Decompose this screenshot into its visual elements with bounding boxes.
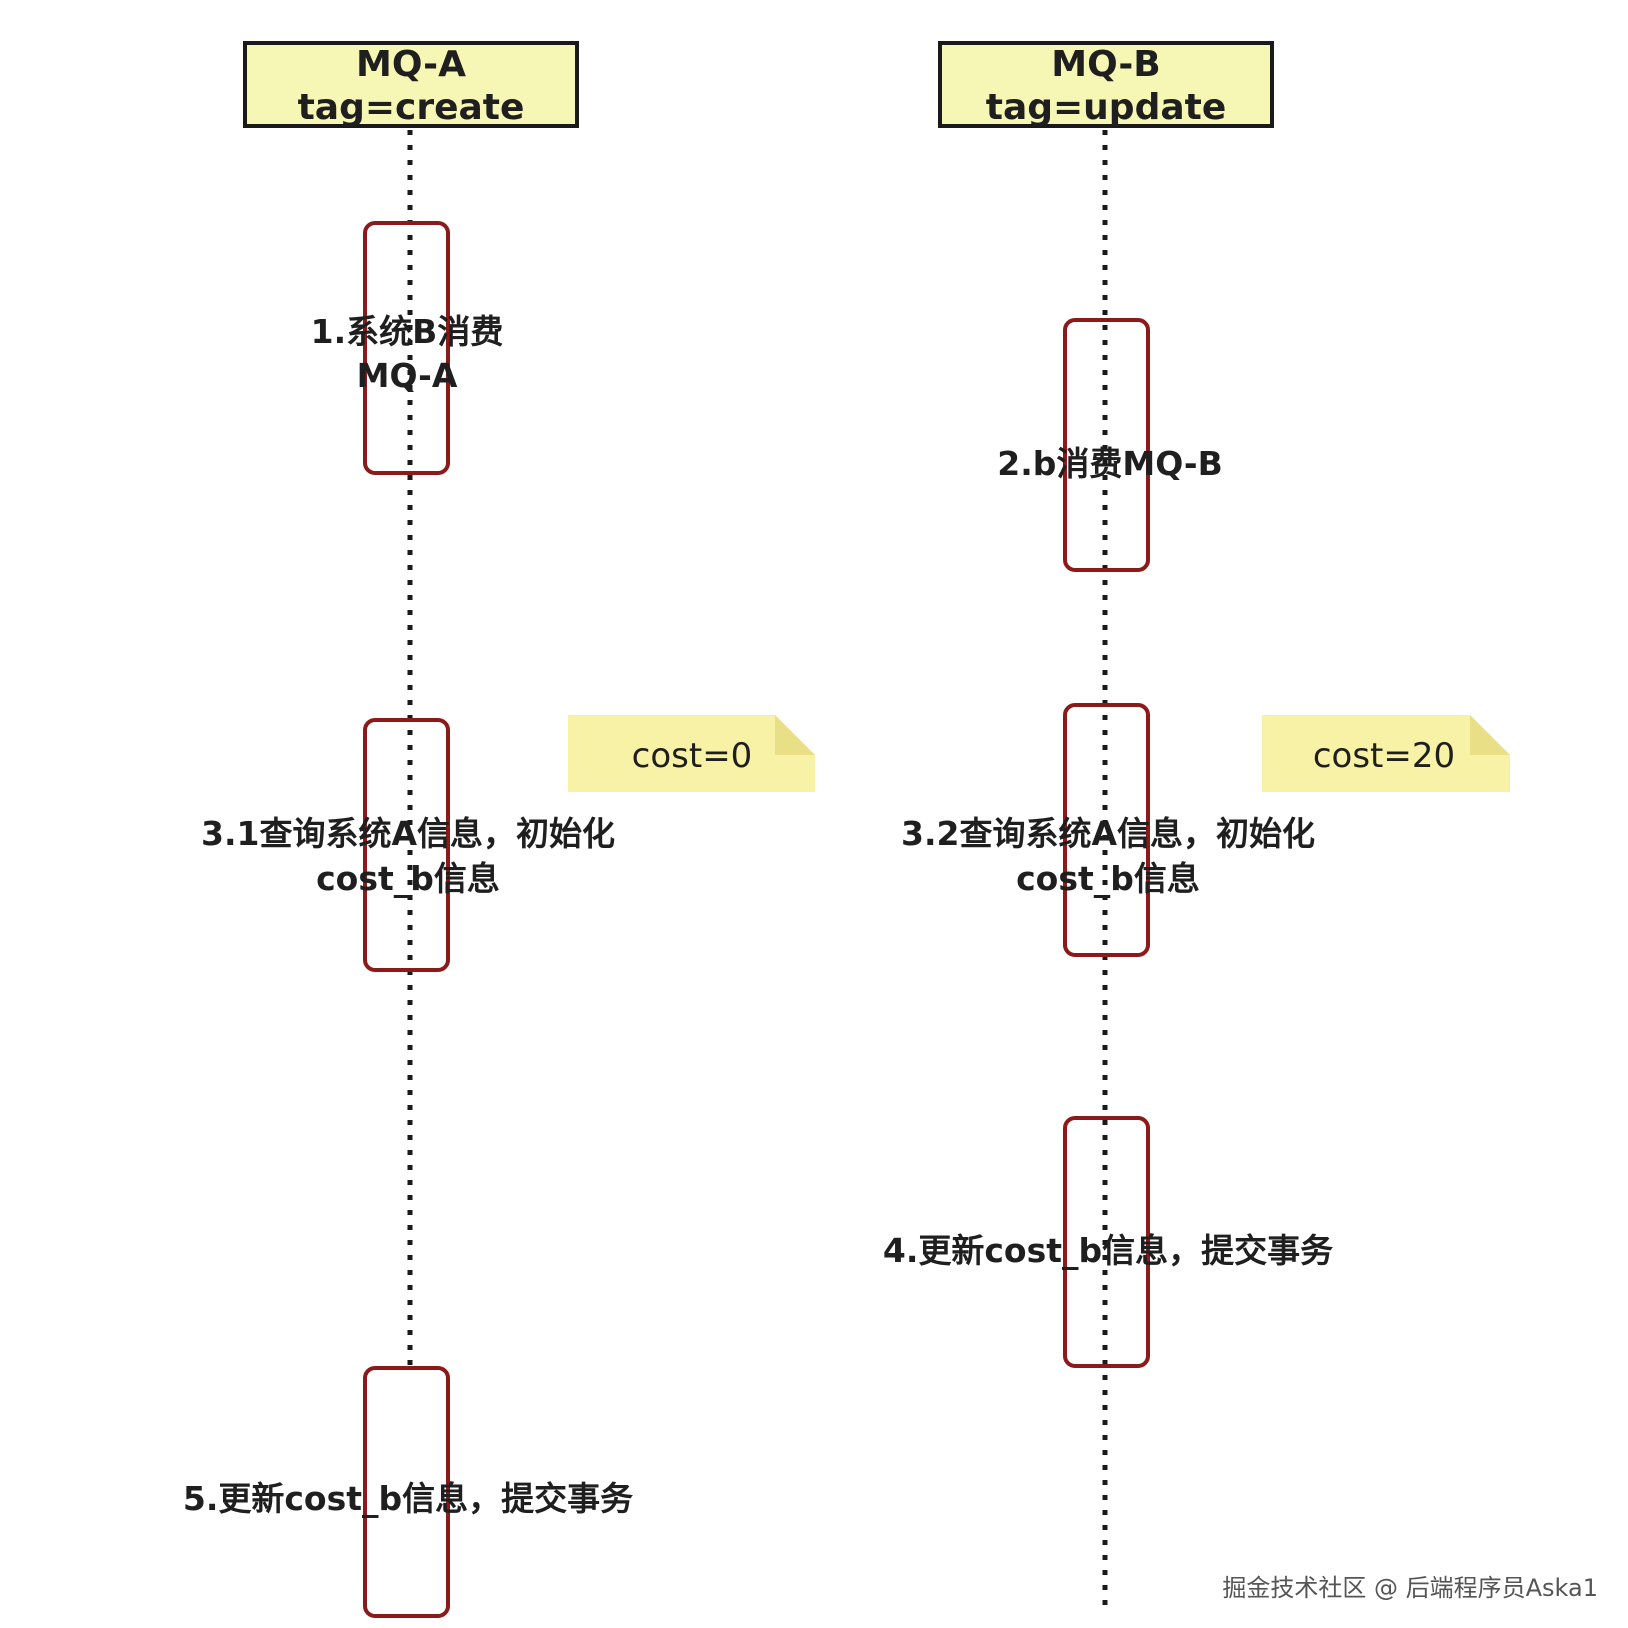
activation-box bbox=[1063, 318, 1150, 572]
activation-label: 5.更新cost_b信息，提交事务 bbox=[183, 1479, 633, 1518]
activation-step-5: 5.更新cost_b信息，提交事务 bbox=[183, 1366, 633, 1618]
note-cost-a: cost=0 bbox=[568, 715, 815, 792]
activation-step-1: 1.系统B消费 MQ-A bbox=[311, 221, 504, 475]
activation-box bbox=[1063, 703, 1150, 957]
activation-step-4: 4.更新cost_b信息，提交事务 bbox=[883, 1116, 1333, 1368]
activation-label: cost_b信息 bbox=[316, 859, 500, 898]
activation-label: 3.2查询系统A信息，初始化 bbox=[901, 814, 1315, 853]
activation-box bbox=[363, 1366, 450, 1618]
activation-label: 2.b消费MQ-B bbox=[997, 444, 1222, 483]
activation-label: MQ-A bbox=[357, 356, 458, 395]
note-cost-b: cost=20 bbox=[1262, 715, 1510, 792]
lifeline-header-mq-b: MQ-B tag=update bbox=[938, 41, 1274, 128]
activation-step-3-1: 3.1查询系统A信息，初始化 cost_b信息 bbox=[201, 718, 615, 972]
watermark: 掘金技术社区 @ 后端程序员Aska1 bbox=[1222, 1574, 1598, 1602]
header-title: MQ-B bbox=[1051, 44, 1160, 85]
activation-label: 4.更新cost_b信息，提交事务 bbox=[883, 1231, 1333, 1270]
activation-step-2: 2.b消费MQ-B bbox=[997, 318, 1223, 572]
note-text: cost=0 bbox=[632, 736, 753, 776]
header-title: MQ-A bbox=[356, 44, 466, 85]
activation-box bbox=[363, 718, 450, 972]
note-text: cost=20 bbox=[1313, 736, 1455, 776]
header-subtitle: tag=update bbox=[986, 87, 1227, 128]
activation-label: 3.1查询系统A信息，初始化 bbox=[201, 814, 615, 853]
activation-box bbox=[363, 221, 450, 475]
activation-box bbox=[1063, 1116, 1150, 1368]
activation-step-3-2: 3.2查询系统A信息，初始化 cost_b信息 bbox=[901, 703, 1315, 957]
lifeline-header-mq-a: MQ-A tag=create bbox=[243, 41, 579, 128]
activation-label: cost_b信息 bbox=[1016, 859, 1200, 898]
activation-label: 1.系统B消费 bbox=[311, 312, 504, 351]
header-subtitle: tag=create bbox=[298, 87, 525, 128]
